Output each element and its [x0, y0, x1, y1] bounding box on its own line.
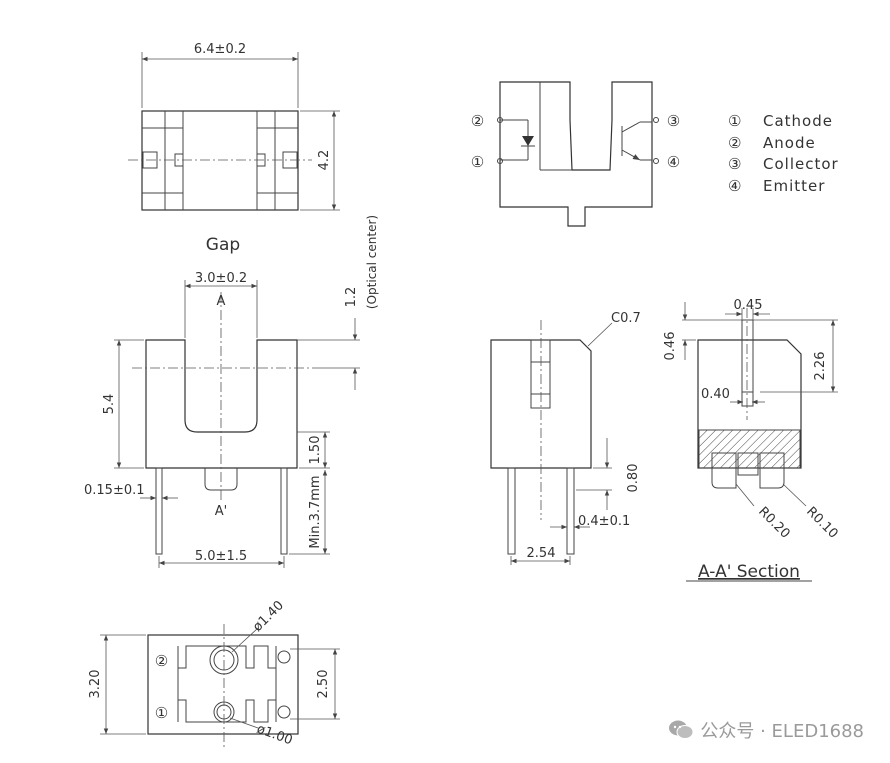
dim-radius-1: R0.20 — [755, 504, 792, 541]
dim-top-height: 4.2 — [317, 150, 332, 171]
schematic-pin-3: ③ — [667, 112, 681, 130]
dim-radius-2: R0.10 — [803, 504, 840, 541]
gap-label: Gap — [206, 235, 240, 255]
dim-side-lead-offset: 0.4±0.1 — [578, 514, 630, 529]
top-view: 6.4±0.2 4.2 Gap — [128, 42, 340, 255]
front-view: A A' 3.0±0.2 1.2 (Optical center) 5.4 1.… — [84, 215, 379, 568]
dim-section-height: 2.26 — [813, 352, 828, 381]
dim-side-lead-protrusion: 0.80 — [626, 464, 641, 493]
watermark-text: 公众号 · ELED1688 — [700, 721, 864, 742]
dim-bottom-height: 3.20 — [88, 670, 103, 699]
schematic-pin-2: ② — [471, 112, 485, 130]
dim-gap-width: 3.0±0.2 — [195, 271, 247, 286]
schematic-pin-1: ① — [471, 153, 485, 171]
wechat-icon — [669, 720, 694, 739]
section-a-label: A — [217, 294, 226, 309]
schematic-pin-4: ④ — [667, 153, 681, 171]
pin-4-name: Emitter — [763, 177, 825, 195]
dim-bottom-pitch: 2.50 — [316, 670, 331, 699]
pin-legend: ① Cathode ② Anode ③ Collector ④ Emitter — [728, 112, 839, 195]
side-view: C0.7 0.80 0.4±0.1 2.54 — [490, 311, 641, 565]
bottom-pin-1: ① — [155, 704, 169, 722]
dim-section-slot-inner: 0.40 — [701, 387, 730, 402]
optical-center-note: (Optical center) — [365, 215, 379, 309]
dim-hole-large: ø1.40 — [250, 598, 287, 635]
dim-front-height: 5.4 — [102, 394, 117, 415]
dim-slot-bottom: 1.50 — [308, 436, 323, 465]
pin-4-symbol: ④ — [728, 177, 742, 195]
watermark: 公众号 · ELED1688 — [668, 717, 864, 743]
dim-top-width: 6.4±0.2 — [194, 42, 246, 57]
schematic: ② ① ③ ④ — [471, 81, 681, 227]
pin-3-symbol: ③ — [728, 155, 742, 173]
dim-lead-spacing: 5.0±1.5 — [195, 549, 247, 564]
pin-2-name: Anode — [763, 134, 816, 152]
dim-section-top-offset: 0.46 — [663, 332, 678, 361]
dim-lead-length: Min.3.7mm — [308, 475, 323, 548]
pin-1-symbol: ① — [728, 112, 742, 130]
bottom-view: ② ① 3.20 2.50 ø1.40 ø1.00 — [88, 598, 340, 748]
dim-hole-small: ø1.00 — [255, 722, 295, 749]
dim-optical-center: 1.2 — [344, 287, 359, 308]
dim-side-lead-pitch: 2.54 — [527, 546, 556, 561]
pin-3-name: Collector — [763, 155, 839, 173]
dim-section-slot-width: 0.45 — [734, 298, 763, 313]
pin-2-symbol: ② — [728, 134, 742, 152]
section-a-prime-label: A' — [215, 504, 227, 519]
bottom-pin-2: ② — [155, 652, 169, 670]
dim-chamfer: C0.7 — [611, 311, 641, 326]
section-title: A-A' Section — [698, 562, 800, 582]
pin-1-name: Cathode — [763, 112, 833, 130]
section-view: 0.45 0.46 2.26 0.40 R0.20 R0.10 A-A' Sec… — [663, 298, 841, 582]
dim-lead-thickness: 0.15±0.1 — [84, 483, 145, 498]
